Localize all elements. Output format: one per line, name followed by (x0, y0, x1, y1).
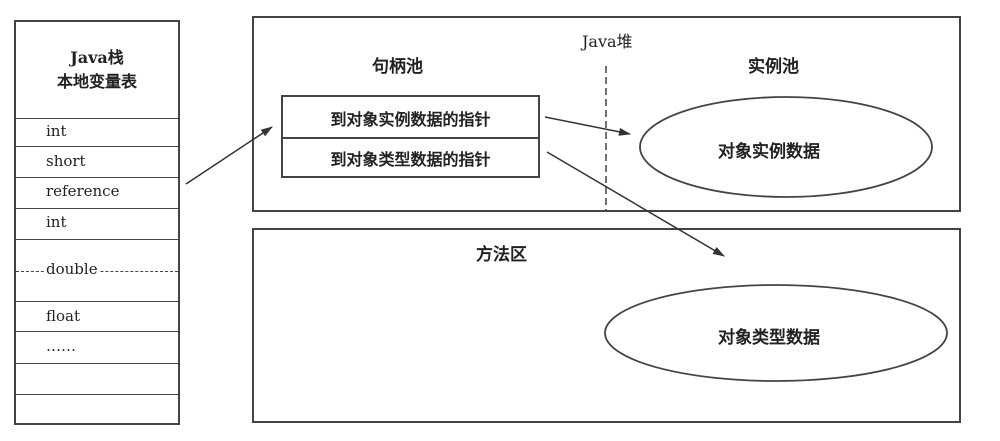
method-area (252, 228, 961, 423)
method-area-title: 方法区 (476, 245, 527, 265)
type-pointer-arrow (546, 151, 725, 257)
instance-data-ellipse (639, 96, 933, 198)
stack-slot-int: int (16, 118, 178, 146)
type-data-ellipse (604, 284, 948, 382)
stack-slot-empty-2 (16, 394, 178, 425)
java-heap (252, 16, 961, 212)
java-stack: Java栈 本地变量表 int short reference int doub… (14, 20, 180, 425)
handle-pool-title: 句柄池 (372, 57, 423, 77)
heap-title: Java堆 (582, 32, 633, 51)
handle-table-divider (283, 137, 538, 139)
stack-slot-double: double (16, 239, 178, 301)
instance-pool-title: 实例池 (748, 57, 799, 77)
instance-pointer-cell: 到对象实例数据的指针 (330, 110, 491, 129)
stack-subtitle: 本地变量表 (56, 72, 137, 91)
stack-slot-int-2: int (16, 208, 178, 239)
stack-slot-short: short (16, 146, 178, 177)
stack-slot-empty (16, 363, 178, 394)
stack-slot-float: float (16, 301, 178, 331)
handle-table: 到对象实例数据的指针 到对象类型数据的指针 (281, 95, 540, 178)
reference-to-handle-arrow (185, 126, 273, 185)
stack-title: Java栈 (70, 48, 124, 67)
stack-slot-reference: reference (16, 177, 178, 208)
instance-data-label: 对象实例数据 (718, 142, 820, 162)
type-data-label: 对象类型数据 (718, 328, 820, 348)
instance-pointer-arrow (544, 116, 631, 136)
stack-slot-ellipsis: …… (16, 331, 178, 363)
type-pointer-cell: 到对象类型数据的指针 (330, 150, 491, 169)
